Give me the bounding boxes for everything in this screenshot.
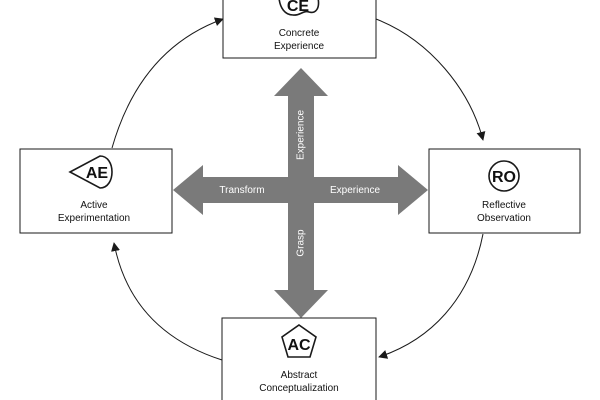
ac-pentagon-badge xyxy=(281,324,317,358)
axis-label-grasp: Grasp xyxy=(296,229,307,257)
cycle-arrow-ae-to-ce xyxy=(111,17,224,149)
stage-box-reflective-observation: RO Reflective Observation xyxy=(428,148,581,234)
cycle-arrow-ce-to-ro xyxy=(375,18,486,141)
axis-label-transform: Transform xyxy=(219,185,264,196)
ae-label-line2: Experimentation xyxy=(58,213,130,224)
cycle-arrow-ro-to-ac xyxy=(378,233,484,359)
ce-badge-text: CE xyxy=(287,0,310,15)
ac-label-line2: Conceptualization xyxy=(259,383,339,394)
cycle-arrow-ac-to-ae xyxy=(111,242,223,361)
ro-label-line2: Observation xyxy=(477,213,531,224)
ce-label-line1: Concrete xyxy=(279,28,320,39)
stage-box-active-experimentation: AE Active Experimentation xyxy=(19,148,173,234)
axis-label-experience-top: Experience xyxy=(296,110,307,160)
central-cross: Transform Experience Experience Grasp xyxy=(173,68,428,318)
stage-box-abstract-conceptualization: AC Abstract Conceptualization xyxy=(221,317,377,400)
ae-teardrop-badge xyxy=(68,155,113,189)
ac-label-line1: Abstract xyxy=(281,370,318,381)
ro-label-line1: Reflective xyxy=(482,200,526,211)
ce-label-line2: Experience xyxy=(274,41,324,52)
axis-label-experience-right: Experience xyxy=(330,185,380,196)
ae-badge-text: AE xyxy=(86,165,109,182)
ac-badge-text: AC xyxy=(287,337,311,354)
horizontal-double-arrow xyxy=(173,165,428,215)
ae-label-line1: Active xyxy=(80,200,108,211)
ce-blob-badge xyxy=(278,0,320,16)
ro-badge-text: RO xyxy=(492,169,516,186)
ro-circle-badge xyxy=(488,160,520,192)
stage-box-concrete-experience: CE Concrete Experience xyxy=(222,0,377,59)
